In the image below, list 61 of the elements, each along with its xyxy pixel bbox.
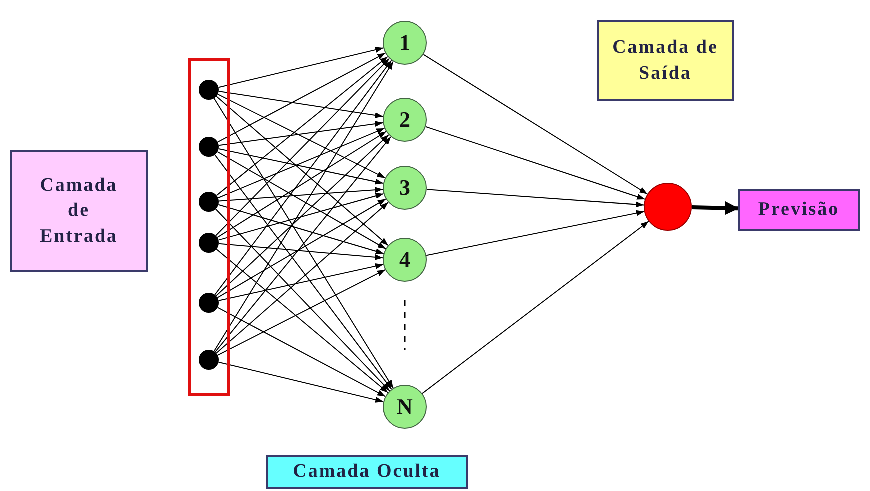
arrow <box>218 193 384 241</box>
input-neuron <box>199 350 219 370</box>
arrow <box>218 264 384 302</box>
neuron-number: 1 <box>400 30 410 56</box>
arrow <box>216 248 389 394</box>
arrow <box>218 91 384 118</box>
arrow <box>214 154 392 390</box>
layer-label: Camada Oculta <box>293 460 441 484</box>
arrow <box>217 198 387 298</box>
arrow <box>217 270 386 356</box>
neuron-number: 3 <box>400 175 410 201</box>
layer-label-box <box>10 150 148 272</box>
input-neuron <box>199 80 219 100</box>
arrow <box>214 98 394 389</box>
input-layer-frame <box>188 58 230 396</box>
input-neuron <box>199 293 219 313</box>
arrow <box>218 362 384 403</box>
arrow <box>214 61 394 352</box>
arrow <box>426 189 645 208</box>
input-neuron <box>199 137 219 157</box>
arrow <box>216 202 389 354</box>
arrow <box>218 148 384 185</box>
layer-label-box <box>266 455 468 489</box>
arrow <box>214 60 392 296</box>
arrow <box>422 221 650 394</box>
arrow <box>214 136 392 353</box>
neuron-number: N <box>397 394 413 420</box>
arrow <box>218 243 384 260</box>
output-neuron <box>644 183 692 231</box>
layer-label: Camada de Entrada <box>38 174 120 249</box>
arrow <box>216 134 390 297</box>
arrow <box>217 307 386 398</box>
arrow <box>216 96 389 246</box>
arrow <box>218 187 384 202</box>
arrow <box>216 131 387 238</box>
layer-label: Previsão <box>758 198 840 222</box>
hidden-neuron <box>383 98 427 142</box>
arrow <box>218 47 384 88</box>
output-box <box>738 189 860 231</box>
hidden-neuron <box>383 21 427 65</box>
hidden-neuron <box>383 238 427 282</box>
arrow <box>217 94 386 179</box>
arrow <box>217 152 386 250</box>
arrow <box>217 52 386 143</box>
input-neuron <box>199 233 219 253</box>
arrow <box>692 201 739 216</box>
layer-label: Camada de Saída <box>612 36 720 86</box>
arrow <box>218 204 384 254</box>
arrow <box>426 210 645 256</box>
input-neuron <box>199 192 219 212</box>
arrow <box>423 54 648 195</box>
arrow <box>218 121 384 146</box>
neuron-number: 4 <box>400 247 410 273</box>
arrow <box>218 128 386 199</box>
arrow <box>216 58 390 236</box>
arrow <box>216 56 388 196</box>
hidden-neuron <box>383 385 427 429</box>
arrow <box>425 126 646 200</box>
neuron-number: 2 <box>400 107 410 133</box>
layer-label-box <box>597 20 734 101</box>
hidden-neuron <box>383 166 427 210</box>
